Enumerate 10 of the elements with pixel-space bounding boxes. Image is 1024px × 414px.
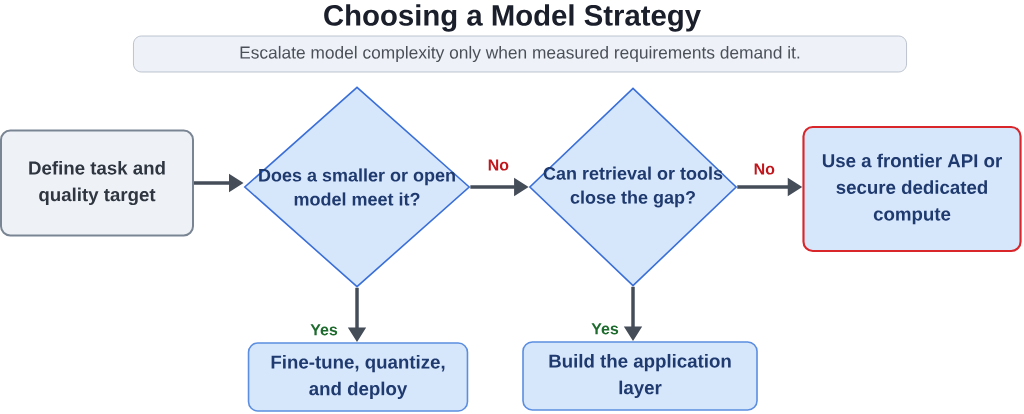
- outcome-box: Fine-tune, quantize, and deploy: [247, 342, 469, 412]
- edge-label: Yes: [310, 324, 338, 336]
- outcome-box: Build the application layer: [522, 341, 758, 411]
- title: Choosing a Model Strategy: [324, 4, 701, 32]
- edge-label: No: [488, 159, 509, 171]
- subtitle-box: Escalate model complexity only when measured requirements demand it.: [133, 35, 907, 73]
- process-box: Define task and quality target: [0, 129, 194, 237]
- edge-label: Yes: [591, 323, 619, 335]
- outcome-box: Use a frontier API or secure dedicated compute: [802, 125, 1022, 253]
- edge-label: No: [754, 163, 775, 175]
